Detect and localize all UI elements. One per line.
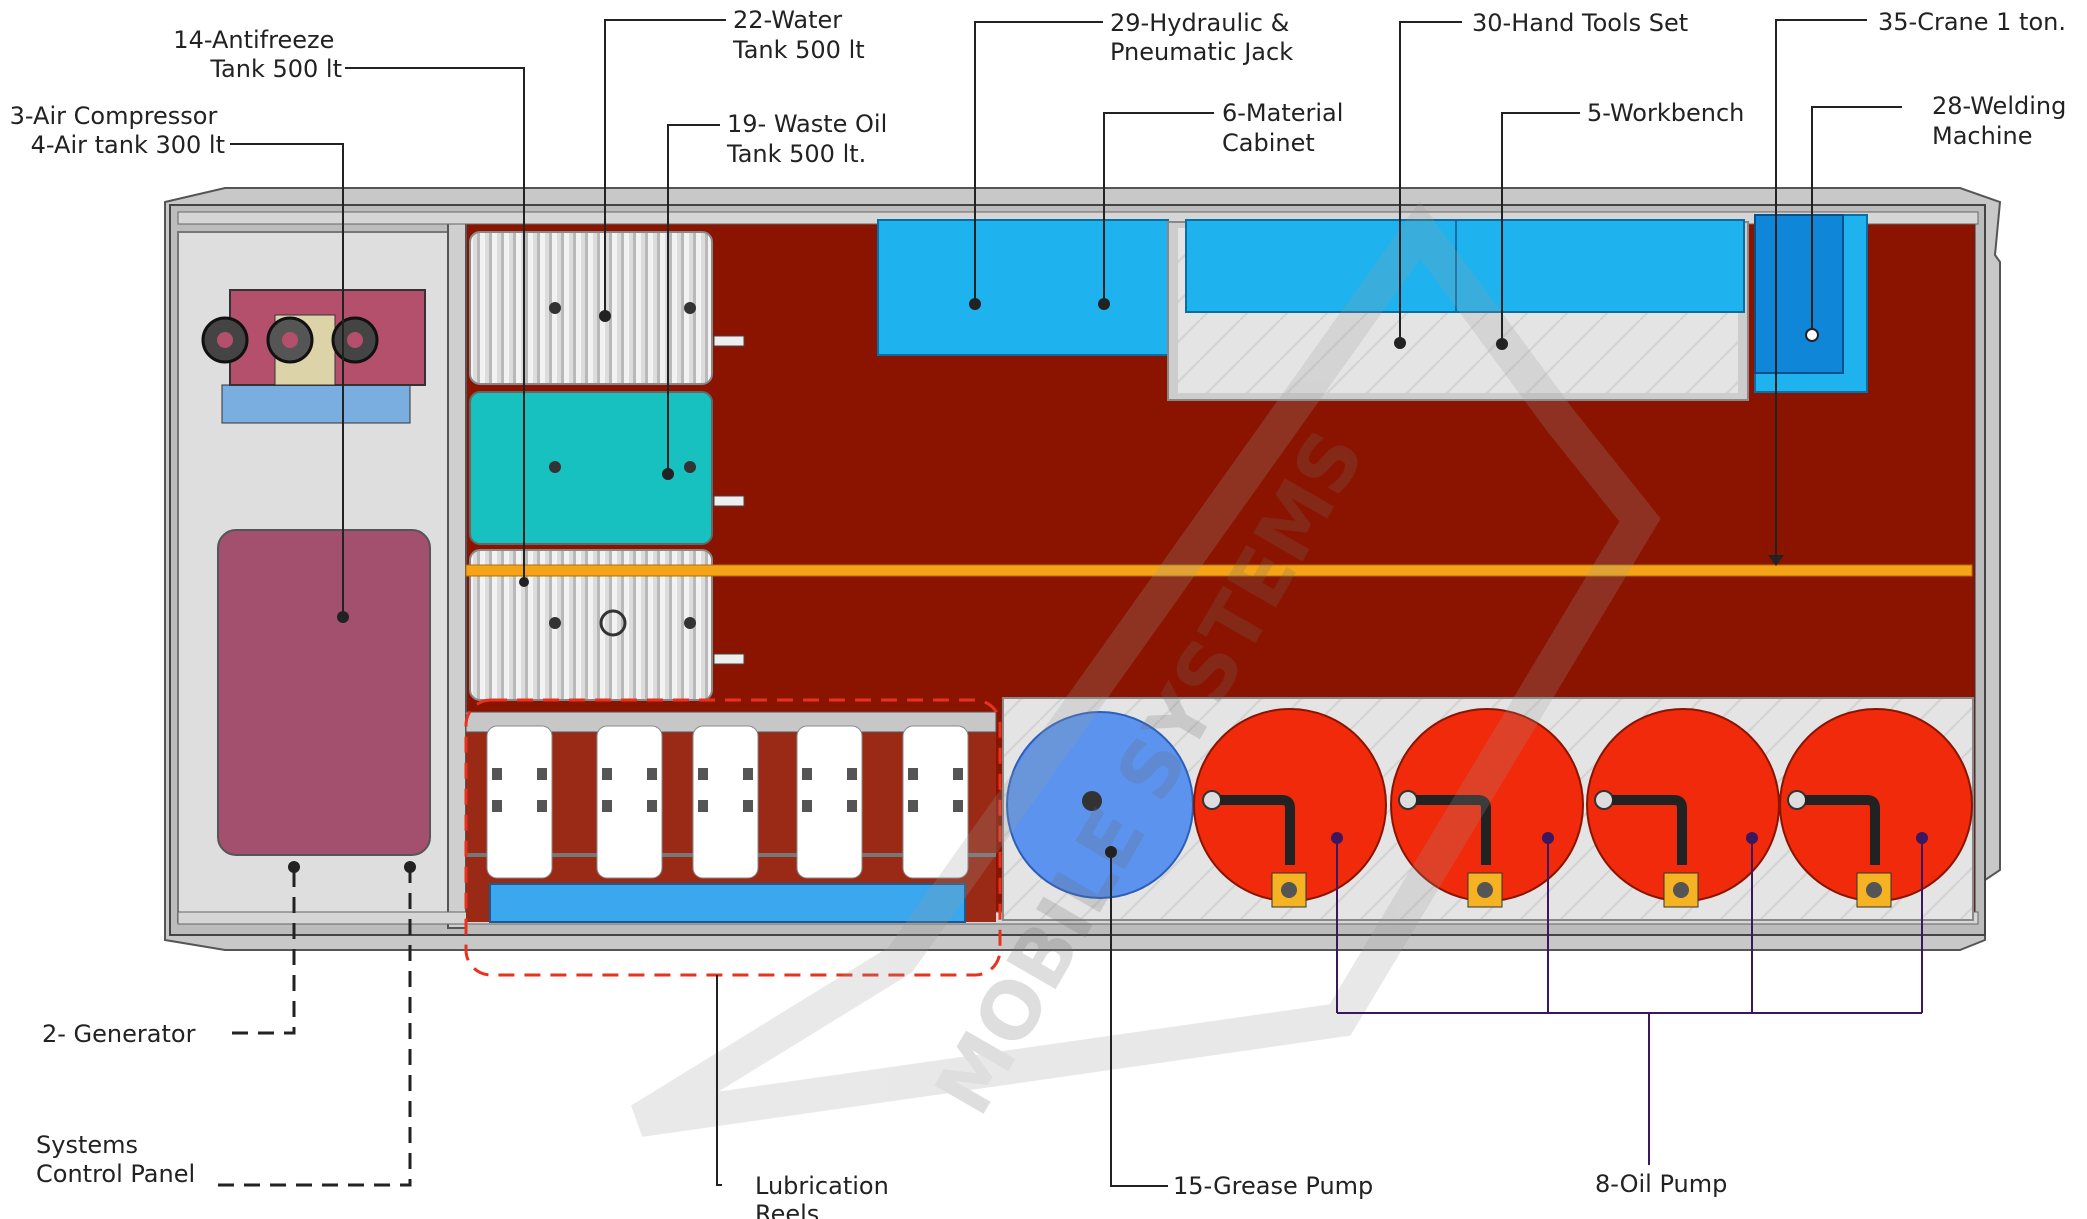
reel: [596, 725, 663, 879]
label-waste-oil-tank: 19- Waste Oil Tank 500 lt.: [726, 110, 895, 168]
reel: [692, 725, 759, 879]
label-material-cabinet: 6-Material Cabinet: [1222, 99, 1351, 157]
oil-pump-drum: [1779, 708, 1973, 908]
oil-pump-bracket: [1336, 838, 1923, 1165]
welding-machine: [1754, 214, 1844, 374]
oil-pump-drum: [1390, 708, 1584, 908]
label-hand-tools: 30-Hand Tools Set: [1472, 9, 1688, 37]
water-tank: [469, 231, 745, 385]
leader-lines: [230, 19, 1902, 1187]
label-antifreeze-tank: 14-Antifreeze Tank 500 lt: [173, 26, 342, 83]
reel: [902, 725, 969, 879]
waste-oil-tank: [469, 391, 745, 545]
label-hydraulic-jack: 29-Hydraulic & Pneumatic Jack: [1110, 9, 1297, 66]
lubrication-reels: [464, 698, 1002, 977]
air-tank: [217, 529, 431, 856]
label-water-tank: 22-Water Tank 500 lt: [732, 6, 865, 64]
oil-pump-drums: [1193, 708, 1973, 908]
air-compressor: [201, 289, 426, 424]
label-workbench: 5-Workbench: [1587, 99, 1744, 127]
antifreeze-tank: [469, 549, 745, 701]
reel: [486, 725, 553, 879]
label-welding-machine: 28-Welding Machine: [1932, 92, 2074, 150]
material-cabinet: [877, 219, 1169, 356]
label-crane: 35-Crane 1 ton.: [1878, 8, 2066, 36]
reel: [796, 725, 863, 879]
label-generator: 2- Generator: [42, 1020, 196, 1048]
label-grease-pump: 15-Grease Pump: [1173, 1172, 1373, 1200]
label-control-panel: Systems Control Panel: [36, 1131, 195, 1188]
label-oil-pump: 8-Oil Pump: [1595, 1170, 1727, 1198]
reel-rail: [489, 883, 966, 923]
workbench: [1167, 219, 1749, 401]
leader-dots: [288, 298, 1928, 873]
label-lubrication-reels: Lubrication Reels: [755, 1172, 896, 1219]
lubrication-outline: [464, 698, 1002, 977]
crane-arrow: [1768, 555, 1784, 566]
dashed-leaders: [218, 867, 412, 1187]
callout-labels: 14-Antifreeze Tank 500 lt 3-Air Compress…: [10, 6, 2074, 1219]
label-air-compressor-tank: 3-Air Compressor 4-Air tank 300 lt: [10, 102, 225, 159]
crane-rail: [465, 564, 1973, 577]
partition-wall: [447, 217, 467, 929]
oil-pump-drum: [1586, 708, 1780, 908]
